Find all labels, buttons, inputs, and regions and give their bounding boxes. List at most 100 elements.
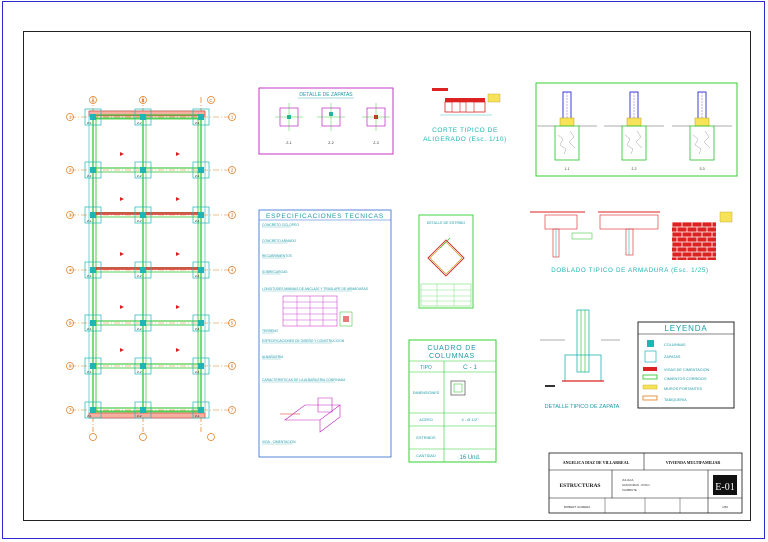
axis-label-row: 6: [231, 364, 234, 369]
section-label: 2-2: [631, 167, 636, 171]
corte-aligerado-scale: ALIGERADO (Esc. 1/10): [423, 136, 507, 143]
plan-column: [140, 363, 146, 369]
plan-column: [140, 320, 146, 326]
legend-label-columnas: COLUMNAS: [664, 343, 686, 347]
section-flag: [176, 252, 180, 256]
cuadro-columnas-title-1: CUADRO DE: [427, 345, 476, 352]
plan-footing: [134, 161, 152, 179]
legend-swatch-columnas: [647, 340, 654, 347]
plan-footing-label: Z-1: [195, 414, 200, 418]
plan-footing-label: Z-2: [137, 370, 142, 374]
cuadro-acero-value: 4 - Ø 1/2": [462, 417, 480, 422]
spec-item: CONCRETO ARMADO: [262, 239, 296, 243]
axis-bubble-left: [66, 406, 74, 414]
legend-label-tabiqueria: TABIQUERIA: [664, 398, 687, 402]
plan-column: [90, 267, 96, 273]
foundation-plan: [88, 97, 206, 432]
plan-column: [198, 363, 204, 369]
plan-footing: [134, 357, 152, 375]
spec-item: TERRENO: [262, 329, 279, 333]
section-flag: [120, 305, 124, 309]
title-project: VIVIENDA MULTIFAMILIAR: [666, 460, 721, 465]
plan-column: [90, 363, 96, 369]
spec-item: SOBRECARGAS: [262, 270, 288, 274]
plan-footing-label: Z-2: [137, 219, 142, 223]
section-cimiento: [689, 125, 715, 161]
title-location-2: SAN ROMAN - PUNO: [622, 483, 650, 487]
section-flag: [120, 152, 124, 156]
plan-footing-label: Z-1: [87, 370, 92, 374]
axis-bubble-right: [228, 406, 236, 414]
plan-footing: [84, 261, 102, 279]
title-location-3: CHIMBOTE: [622, 488, 637, 492]
plan-red-beam: [93, 267, 201, 270]
brick-wall-detail: [671, 221, 716, 262]
section-flag: [176, 197, 180, 201]
axis-label-row: 6: [69, 364, 72, 369]
plan-footing: [84, 206, 102, 224]
axis-bubble-left: [66, 362, 74, 370]
title-subject: ESTRUCTURAS: [560, 483, 601, 489]
plan-footing: [192, 108, 210, 126]
zapata-label-z3: Z-3: [373, 141, 378, 145]
axis-bubble-right: [228, 113, 236, 121]
axis-label-row: 5: [231, 321, 234, 326]
section-cimiento: [621, 125, 647, 161]
plan-footing: [84, 161, 102, 179]
plan-footing: [192, 357, 210, 375]
cuadro-columnas-panel: CUADRO DE COLUMNAS TIPO C - 1 DIMENSIONE…: [408, 339, 497, 463]
cuadro-row-acero: ACERO: [419, 418, 433, 422]
plan-column: [90, 407, 96, 413]
axis-bubble-right: [228, 166, 236, 174]
wall-sections-panel: [535, 82, 738, 177]
axis-label-row: 7: [231, 408, 234, 413]
legend-label-zapatas: ZAPATAS: [664, 355, 681, 359]
plan-footing-label: Z-1: [195, 174, 200, 178]
leyenda-title: LEYENDA: [665, 324, 708, 333]
title-designer: ROBERT GOMERA: [564, 505, 591, 509]
axis-bubble-left: [66, 266, 74, 274]
plan-column: [140, 407, 146, 413]
plan-footing: [192, 206, 210, 224]
plan-footing: [84, 108, 102, 126]
plan-footing: [84, 357, 102, 375]
zapata-label-z1: Z-1: [286, 141, 291, 145]
plan-column: [198, 407, 204, 413]
plan-column: [90, 167, 96, 173]
section-label: 1-1: [564, 167, 569, 171]
brick-wall: [672, 222, 716, 260]
corte-aligerado-detail: CORTE TIPICO DE ALIGERADO (Esc. 1/10): [423, 88, 507, 143]
detalle-zapata-title: DETALLE TIPICO DE ZAPATA: [545, 404, 620, 410]
estribo-title: DETALLE DE ESTRIBO: [427, 221, 466, 225]
axis-label-row: 2: [69, 168, 72, 173]
doblado-armadura-detail: DOBLADO TIPICO DE ARMADURA (Esc. 1/25): [530, 211, 733, 274]
legend-swatch-zapatas: [644, 350, 657, 363]
legend-swatch-vigas: [643, 367, 657, 371]
axis-label-row: 1: [69, 115, 72, 120]
spec-item: VIGA - CIMENTACION: [262, 440, 296, 444]
plan-footing: [84, 401, 102, 419]
axis-label-c: C: [209, 98, 213, 103]
plan-column: [90, 320, 96, 326]
section-sobrecimiento: [559, 117, 575, 127]
plan-footing-label: Z-1: [87, 121, 92, 125]
title-block: ANGELICA DIAZ DE VILLARREAL VIVIENDA MUL…: [548, 452, 743, 514]
plan-column: [90, 212, 96, 218]
plan-footing-label: Z-1: [195, 274, 200, 278]
plan-footing-label: Z-1: [195, 370, 200, 374]
legend-label-muros: MUROS PORTANTES: [664, 387, 703, 391]
plan-column: [140, 267, 146, 273]
cuadro-row-estribos: ESTRIBOS: [416, 436, 436, 440]
axis-label-row: 4: [69, 268, 72, 273]
title-location-1: JULIACA: [622, 478, 634, 482]
plan-footing: [134, 401, 152, 419]
title-owner: ANGELICA DIAZ DE VILLARREAL: [563, 460, 630, 465]
plan-footing: [192, 261, 210, 279]
plan-footing: [192, 161, 210, 179]
plan-footing-label: Z-1: [87, 174, 92, 178]
plan-column: [198, 167, 204, 173]
axis-bubble-right: [228, 362, 236, 370]
plan-footing: [192, 401, 210, 419]
